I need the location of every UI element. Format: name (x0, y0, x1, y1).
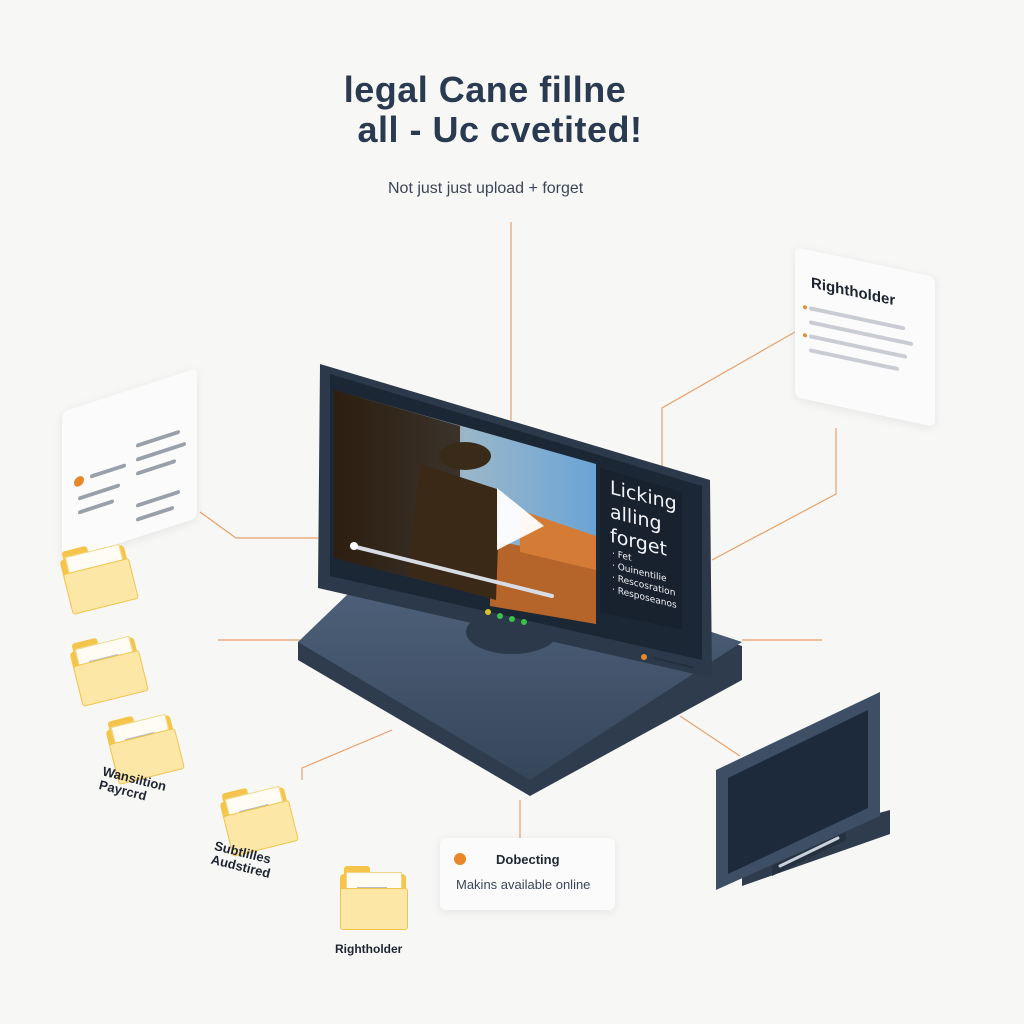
text-line (90, 463, 126, 479)
page-title: legal Cane fillne all - Uc cvetited! (0, 70, 1000, 150)
page-subtitle: Not just just upload + forget (388, 180, 584, 197)
progress-bar[interactable] (350, 544, 554, 598)
play-icon[interactable] (497, 488, 544, 550)
rightholder-card: Rightholder (795, 247, 935, 427)
status-light (509, 616, 515, 622)
detecting-card-title: Dobecting (496, 852, 560, 867)
status-light (485, 609, 491, 615)
rightholder-card-title: Rightholder (811, 274, 896, 310)
text-line (78, 499, 114, 515)
secondary-monitor (716, 692, 890, 890)
status-dot-icon (454, 853, 466, 865)
bullet-icon (803, 304, 807, 310)
folder-icon (340, 866, 408, 930)
text-line (136, 505, 174, 522)
text-line (136, 458, 176, 476)
main-monitor (298, 364, 742, 796)
status-light (521, 619, 527, 625)
progress-handle[interactable] (350, 542, 358, 550)
connector-bottom-right (679, 715, 741, 757)
text-line (78, 483, 120, 501)
connector-right-mid (711, 428, 837, 561)
bullet-icon (803, 332, 807, 338)
connector-rightholder (661, 331, 796, 470)
connector-left-card (199, 511, 318, 539)
folder-label: Rightholder (335, 942, 403, 956)
page-title-line2: all - Uc cvetited! (357, 109, 643, 150)
power-light (641, 654, 647, 660)
status-light (497, 613, 503, 619)
bullet-icon (74, 474, 84, 489)
figure-hat (439, 442, 491, 470)
detecting-card-subtitle: Makins available online (456, 877, 591, 892)
connector-bottom-left (301, 729, 393, 780)
page-title-line1: legal Cane fillne (343, 69, 627, 110)
detecting-card: Dobecting Makins available online (440, 838, 615, 910)
